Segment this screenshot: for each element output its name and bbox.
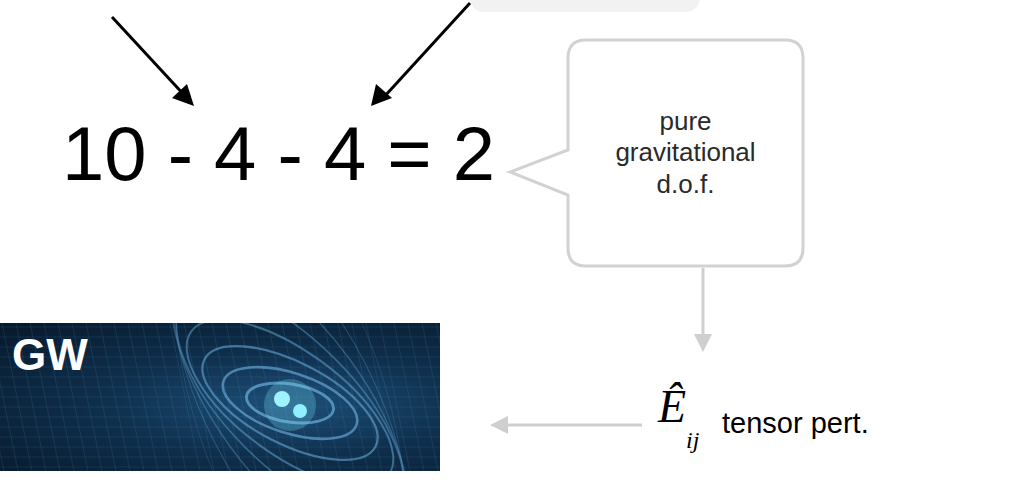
bubble-shape — [510, 40, 803, 266]
image-title: GW — [12, 331, 88, 379]
mesh-line — [0, 387, 440, 388]
wave-ring — [186, 323, 394, 471]
wave-ring — [129, 323, 440, 471]
faded-box — [470, 0, 700, 12]
equation-text: 10 - 4 - 4 = 2 — [62, 116, 495, 192]
pointer-arrow — [112, 17, 186, 97]
pointer-arrow — [384, 3, 470, 97]
flow-arrow — [506, 424, 642, 427]
flow-arrow — [702, 268, 705, 336]
black-hole-dot — [274, 391, 290, 407]
gw-image-panel: GW — [0, 323, 440, 471]
bubble-text-area: pure gravitational d.o.f. — [568, 38, 803, 268]
glow — [264, 379, 316, 431]
mesh-line — [0, 427, 440, 428]
mesh-line — [0, 457, 440, 458]
black-hole-dot — [293, 404, 307, 418]
math-subscript: ij — [686, 428, 699, 452]
bubble-text: pure gravitational d.o.f. — [601, 106, 771, 200]
annotation-text: tensor pert. — [722, 408, 869, 440]
wave-ring — [123, 323, 440, 471]
arrow-head — [172, 84, 194, 106]
mesh-line — [0, 327, 440, 328]
mesh-line — [0, 437, 440, 438]
arrow-head — [694, 334, 712, 352]
mesh-line — [0, 417, 440, 418]
wave-ring — [128, 323, 440, 471]
arrow-head — [371, 84, 392, 106]
mesh-line — [0, 467, 440, 468]
arrow-head — [490, 416, 508, 434]
math-symbol: Ê — [658, 384, 686, 430]
callout-bubble: pure gravitational d.o.f. — [505, 38, 805, 268]
wave-ring — [141, 323, 439, 471]
